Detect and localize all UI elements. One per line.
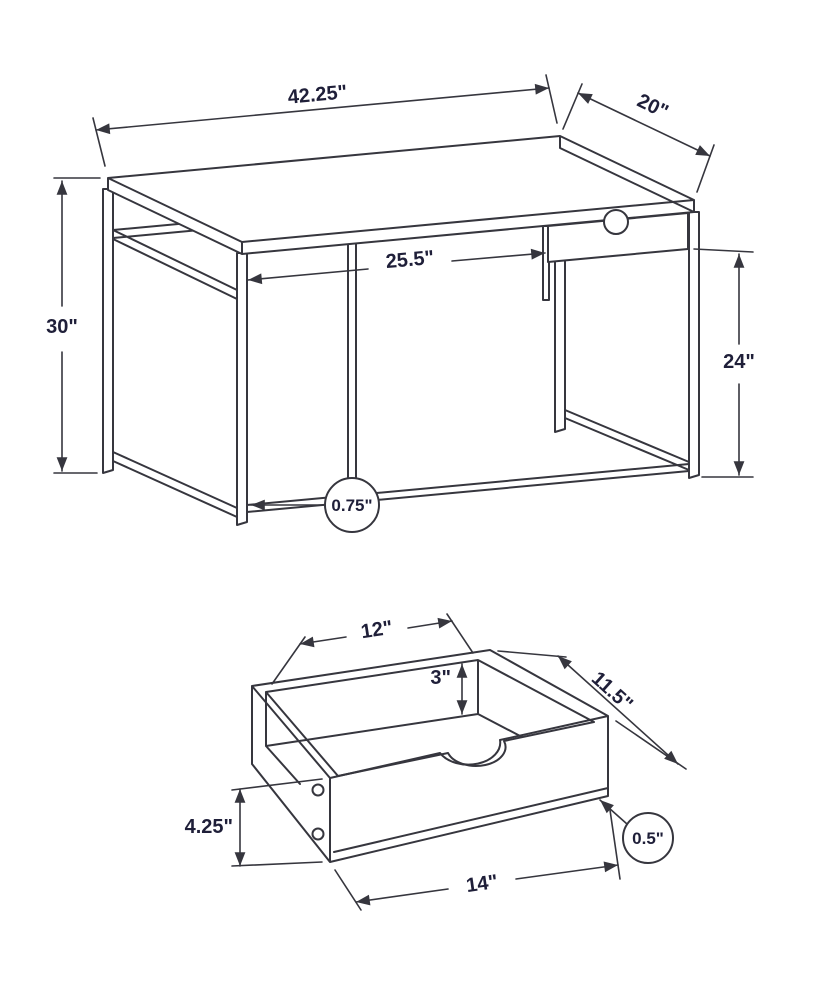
dim-desk-depth-label: 20" <box>634 90 672 124</box>
callout-circle <box>324 477 380 533</box>
extension-lines <box>497 650 687 770</box>
desk-top-surface <box>107 135 695 255</box>
dim-drawer-thickness-callout: 0.5" <box>599 799 674 864</box>
dim-drawer-inner-height-label: 3" <box>430 667 451 689</box>
dimension-line <box>515 861 619 880</box>
dimension-line <box>577 92 711 157</box>
dim-desk-tube-callout: 0.75" <box>250 477 380 533</box>
dim-drawer-thickness-label: 0.5" <box>632 829 664 848</box>
extension-lines <box>562 83 715 193</box>
dimension-line <box>407 617 453 629</box>
dimension-line <box>451 248 546 262</box>
dimension-line <box>299 636 347 648</box>
dimension-line <box>355 888 449 906</box>
dim-desk-width: 42.25" <box>92 74 558 167</box>
drawer-figure: 12" 3" 11.5" 4.25" 0.5" <box>185 613 687 911</box>
desk-figure: 42.25" 20" 30" 25.5" 24" <box>46 74 755 533</box>
callout-circle <box>622 812 674 864</box>
drawer-interior-edges <box>265 659 595 785</box>
screw-hole <box>311 783 325 797</box>
dim-drawer-depth: 11.5" <box>497 650 687 770</box>
dim-desk-height-label: 30" <box>46 316 78 338</box>
extension-lines <box>693 248 754 478</box>
dimension-line <box>95 83 550 135</box>
extension-lines <box>92 74 558 167</box>
dim-desk-clearance: 24" <box>693 248 755 478</box>
dim-desk-clearance-label: 24" <box>723 351 755 373</box>
drawer-pull-hole <box>603 209 629 235</box>
dim-drawer-front-height-label: 4.25" <box>185 816 233 838</box>
leader-line <box>599 799 628 825</box>
screw-hole <box>311 827 325 841</box>
dimension-line <box>247 268 369 285</box>
dim-desk-tube-label: 0.75" <box>331 496 372 515</box>
dim-desk-height: 30" <box>46 177 101 474</box>
dim-drawer-outer-width: 14" <box>334 809 621 911</box>
dim-desk-width-label: 42.25" <box>287 81 348 108</box>
dimension-line <box>557 655 679 765</box>
extension-lines <box>231 778 323 867</box>
dim-drawer-inner-width: 12" <box>271 613 474 685</box>
dim-drawer-inner-width-label: 12" <box>360 617 395 643</box>
dim-drawer-outer-width-label: 14" <box>465 871 499 897</box>
extension-lines <box>53 177 101 474</box>
dim-drawer-inner-height: 3" <box>430 663 468 715</box>
dim-drawer-front-height: 4.25" <box>185 778 323 867</box>
desk-legs <box>102 147 700 526</box>
dim-desk-opening-label: 25.5" <box>385 247 435 273</box>
dim-desk-opening: 25.5" <box>247 247 546 285</box>
